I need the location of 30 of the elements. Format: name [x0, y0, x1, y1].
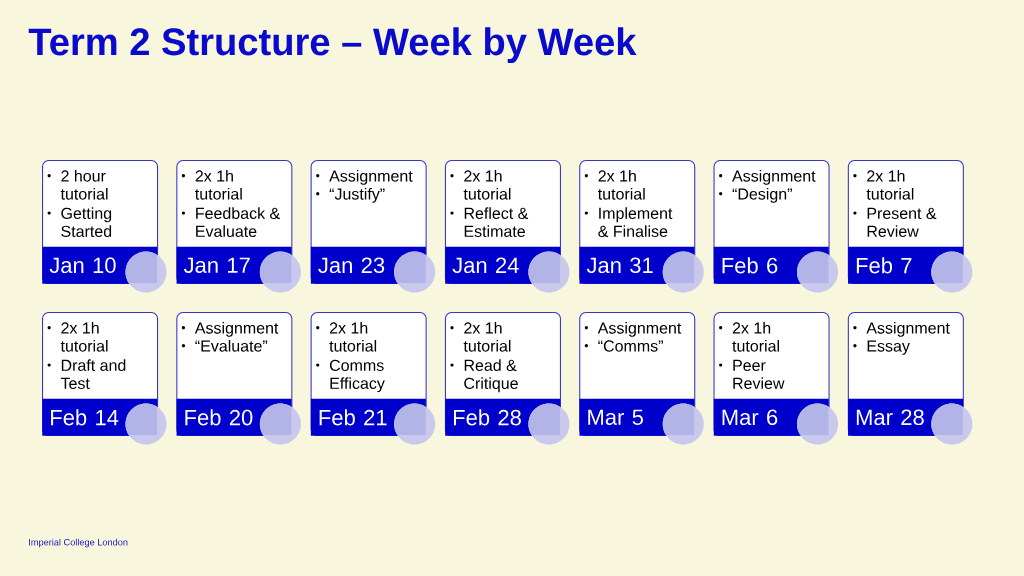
bullet-text: 2 hour tutorial — [60, 169, 108, 200]
bullet-text: 2x 1h tutorial — [463, 169, 511, 200]
title: Term 2 Structure – Week by Week — [28, 27, 637, 63]
bullet-text: Feedback & Evaluate — [196, 207, 280, 237]
bullet-text: Assignment — [866, 321, 950, 337]
bullet-text: 2x 1h tutorial — [866, 169, 914, 200]
bullet-text: Essay — [867, 340, 910, 355]
bullet-text: Assignment — [732, 169, 816, 185]
bullet-text: Assignment — [597, 321, 682, 337]
bullet-text: 2x 1h tutorial — [598, 169, 645, 200]
bullet-text: Implement & Finalise — [598, 207, 673, 237]
bullet-text: Assignment — [194, 321, 279, 337]
bullet-text: Peer Review — [733, 359, 785, 389]
bullet-text: 2x 1h tutorial — [60, 321, 108, 352]
bullet-text: 2x 1h tutorial — [732, 321, 779, 352]
footer-text: Imperial College London — [29, 538, 128, 548]
bullet-text: Draft and Test — [60, 359, 126, 389]
bullet-text: “Comms” — [598, 340, 663, 352]
bullet-text: Comms Efficacy — [329, 359, 385, 393]
bullet-text: 2x 1h tutorial — [463, 321, 511, 352]
bullet-text: Reflect & Estimate — [464, 207, 529, 237]
bullet-text: “Evaluate” — [195, 339, 268, 352]
bullet-text: “Design” — [732, 187, 792, 203]
bullet-text: Assignment — [329, 169, 413, 185]
bullet-text: 2x 1h tutorial — [195, 169, 242, 200]
bullet-text: Present & Review — [867, 207, 937, 237]
bullet-text: Read & Critique — [464, 359, 518, 393]
bullet-text: 2x 1h tutorial — [329, 321, 377, 352]
bullet-text: Getting Started — [61, 207, 112, 237]
bullet-text: “Justify” — [329, 187, 385, 203]
